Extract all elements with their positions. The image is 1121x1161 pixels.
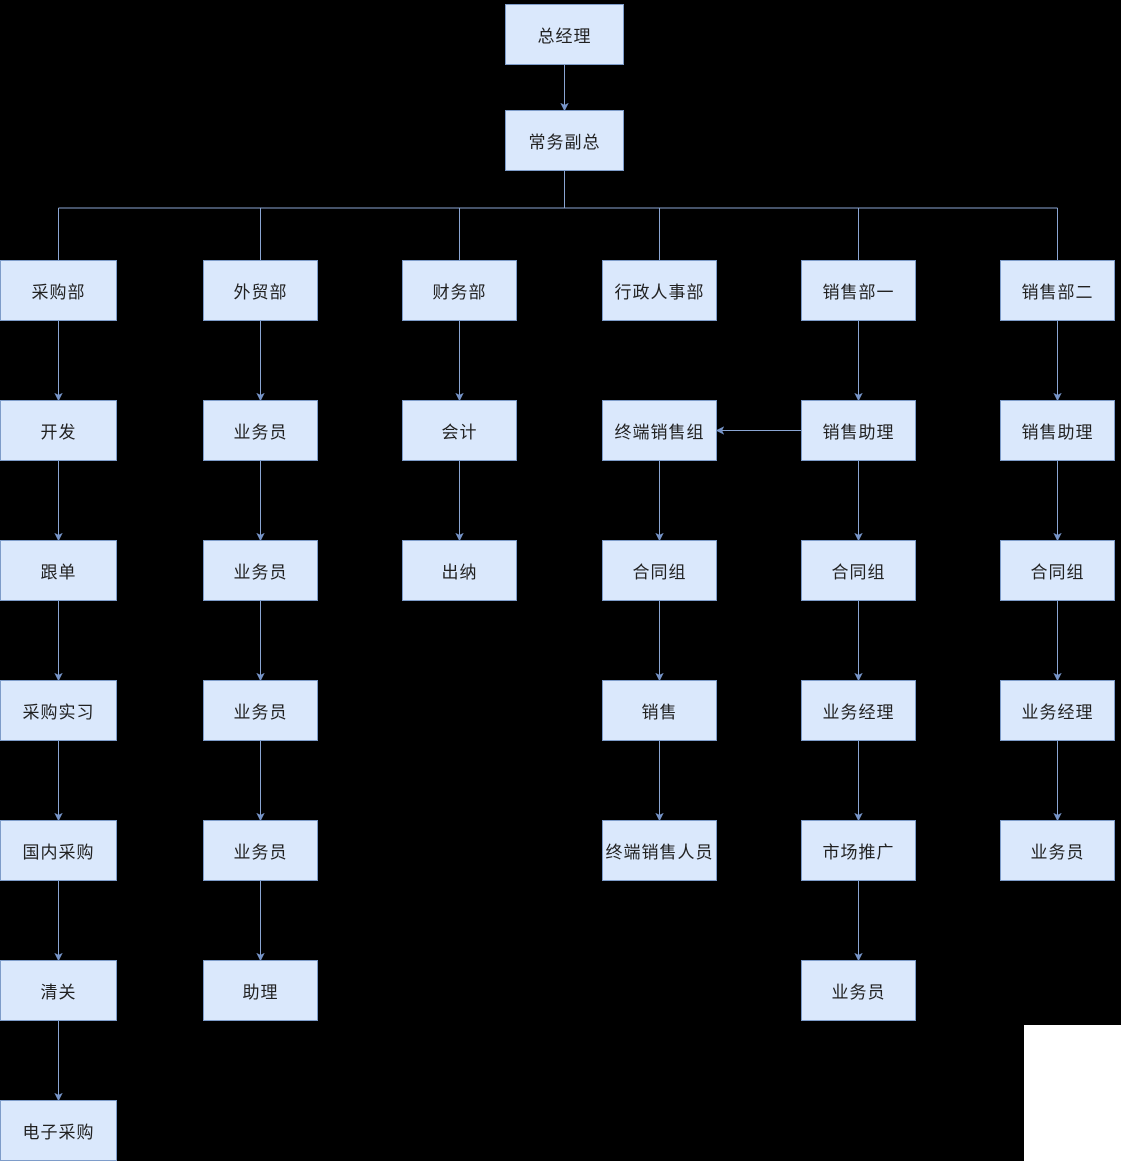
org-node-label: 外贸部 — [233, 283, 288, 302]
org-node-sales: 销售 — [602, 680, 717, 741]
org-node-label: 合同组 — [632, 563, 687, 582]
org-node-terminal-sales-staff: 终端销售人员 — [602, 820, 717, 881]
org-node-ft-salesman-2: 业务员 — [203, 540, 318, 601]
org-node-ft-salesman-3: 业务员 — [203, 680, 318, 741]
org-node-label: 出纳 — [441, 563, 478, 582]
org-node-label: 业务经理 — [1021, 703, 1094, 722]
org-node-label: 跟单 — [40, 563, 77, 582]
org-node-label: 行政人事部 — [614, 283, 705, 302]
org-node-contract-group-c: 合同组 — [1000, 540, 1115, 601]
org-node-domestic-purchasing: 国内采购 — [0, 820, 117, 881]
org-node-label: 电子采购 — [22, 1123, 95, 1142]
org-node-label: 助理 — [242, 983, 279, 1002]
org-node-foreign-trade-dept: 外贸部 — [203, 260, 318, 321]
org-node-label: 销售 — [641, 703, 678, 722]
org-node-label: 财务部 — [432, 283, 487, 302]
org-node-label: 销售部一 — [822, 283, 895, 302]
org-node-contract-group-b: 合同组 — [801, 540, 916, 601]
org-node-purchasing-intern: 采购实习 — [0, 680, 117, 741]
org-node-label: 业务员 — [831, 983, 886, 1002]
org-node-sales-assistant-1: 销售助理 — [801, 400, 916, 461]
org-node-label: 市场推广 — [822, 843, 895, 862]
org-node-market-promotion: 市场推广 — [801, 820, 916, 881]
org-node-contract-group-a: 合同组 — [602, 540, 717, 601]
org-node-label: 业务员 — [233, 703, 288, 722]
org-node-label: 国内采购 — [22, 843, 95, 862]
org-node-label: 业务经理 — [822, 703, 895, 722]
org-node-label: 清关 — [40, 983, 77, 1002]
org-node-e-purchasing: 电子采购 — [0, 1100, 117, 1161]
org-node-ft-salesman-4: 业务员 — [203, 820, 318, 881]
org-node-label: 总经理 — [537, 27, 592, 46]
white-patch — [1024, 1025, 1121, 1161]
org-node-label: 业务员 — [233, 843, 288, 862]
org-node-deputy-general-manager: 常务副总 — [505, 110, 624, 171]
org-node-label: 采购部 — [31, 283, 86, 302]
org-node-label: 合同组 — [831, 563, 886, 582]
org-node-sales-assistant-2: 销售助理 — [1000, 400, 1115, 461]
org-node-label: 常务副总 — [528, 133, 601, 152]
org-node-sales-dept-1: 销售部一 — [801, 260, 916, 321]
org-node-label: 业务员 — [1030, 843, 1085, 862]
org-node-label: 合同组 — [1030, 563, 1085, 582]
org-node-label: 终端销售人员 — [605, 843, 714, 862]
org-node-general-manager: 总经理 — [505, 4, 624, 65]
org-node-label: 销售助理 — [822, 423, 895, 442]
org-node-purchasing-dept: 采购部 — [0, 260, 117, 321]
org-node-cashier: 出纳 — [402, 540, 517, 601]
org-node-salesman-dept2: 业务员 — [1000, 820, 1115, 881]
org-node-finance-dept: 财务部 — [402, 260, 517, 321]
org-node-label: 业务员 — [233, 563, 288, 582]
org-node-label: 业务员 — [233, 423, 288, 442]
org-node-accountant: 会计 — [402, 400, 517, 461]
org-node-business-manager-1: 业务经理 — [801, 680, 916, 741]
org-node-development: 开发 — [0, 400, 117, 461]
org-node-assistant: 助理 — [203, 960, 318, 1021]
org-node-sales-dept-2: 销售部二 — [1000, 260, 1115, 321]
org-node-admin-hr-dept: 行政人事部 — [602, 260, 717, 321]
org-node-label: 会计 — [441, 423, 478, 442]
org-node-label: 终端销售组 — [614, 423, 705, 442]
org-node-order-following: 跟单 — [0, 540, 117, 601]
org-node-ft-salesman-1: 业务员 — [203, 400, 318, 461]
org-node-customs-clearance: 清关 — [0, 960, 117, 1021]
org-node-label: 销售助理 — [1021, 423, 1094, 442]
org-node-label: 开发 — [40, 423, 77, 442]
org-node-terminal-sales-group: 终端销售组 — [602, 400, 717, 461]
org-node-business-manager-2: 业务经理 — [1000, 680, 1115, 741]
org-node-salesman-dept1: 业务员 — [801, 960, 916, 1021]
org-node-label: 采购实习 — [22, 703, 95, 722]
org-node-label: 销售部二 — [1021, 283, 1094, 302]
